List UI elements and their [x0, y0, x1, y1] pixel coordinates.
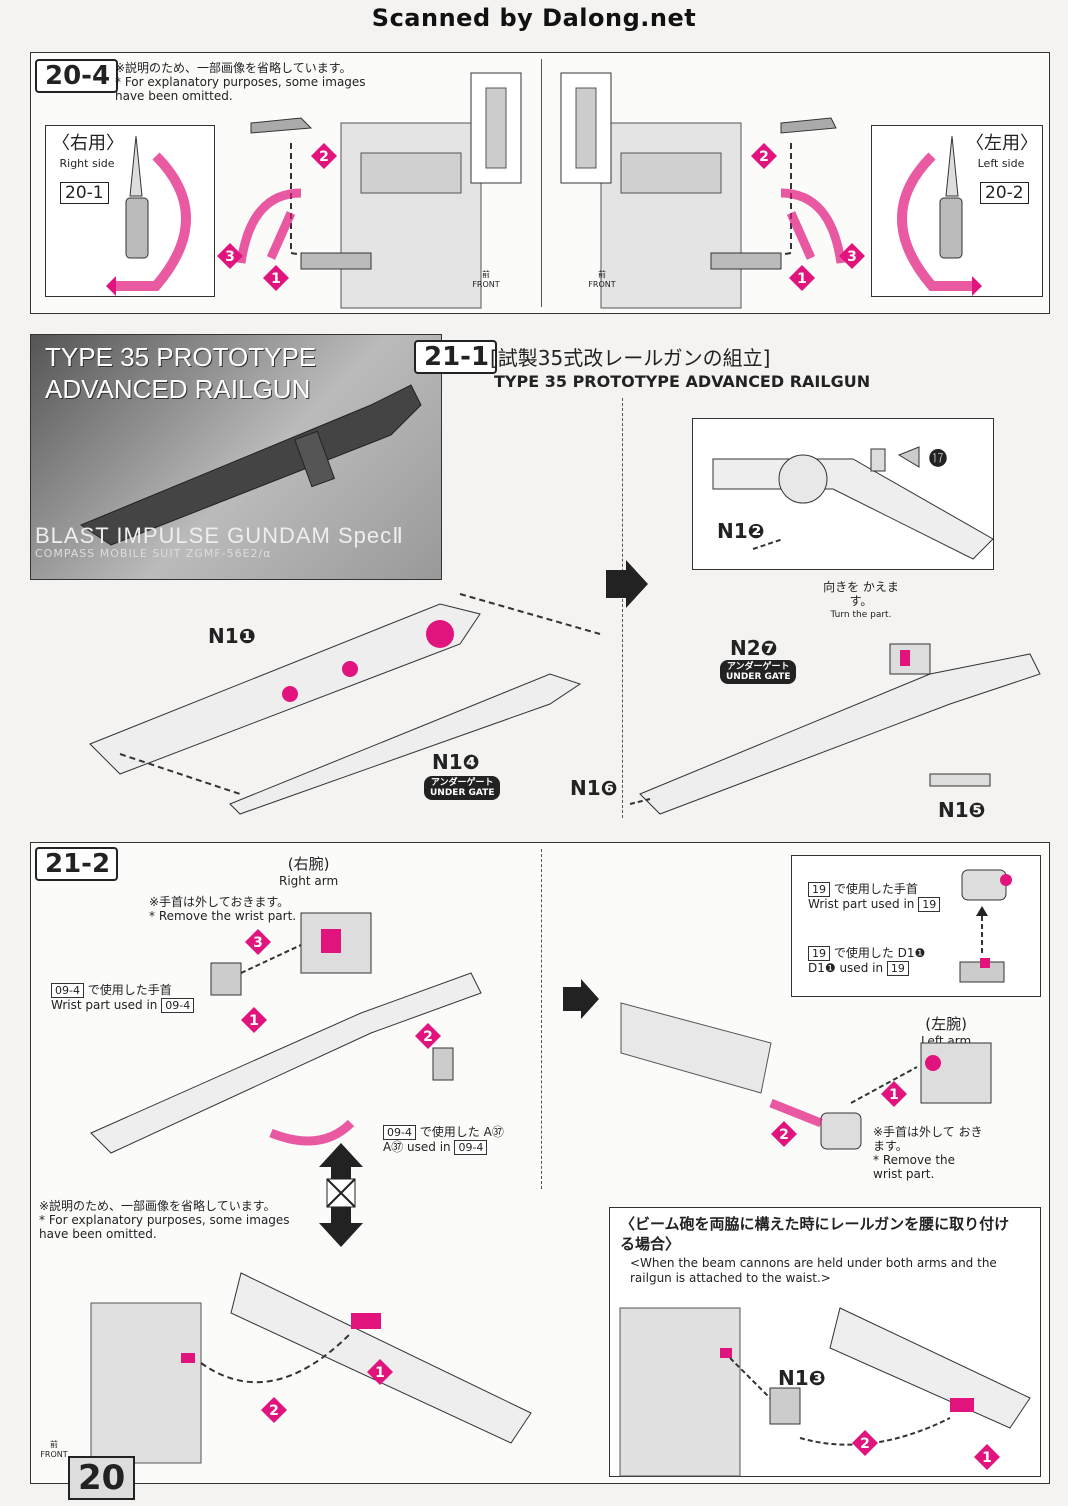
svg-text:1: 1	[889, 1087, 899, 1103]
part-n1-1-label: N1❶	[208, 624, 256, 648]
d1-19-note: 19 で使用した D1❶ D1❶ used in 19	[808, 946, 926, 976]
svg-text:2: 2	[269, 1403, 279, 1419]
waist-attach-illustration	[90, 1272, 532, 1464]
railgun-assembled-illustration	[629, 643, 1041, 815]
part-n1-4-label: N1❹	[432, 750, 480, 774]
wrist-19-note: 19 で使用した手首 Wrist part used in 19	[808, 882, 941, 912]
banner-brand: BLAST IMPULSE GUNDAM SpecⅡ	[35, 523, 404, 548]
step-1-icon: 1	[974, 1444, 1000, 1470]
railgun-render	[79, 384, 422, 546]
step-3-icon: 3	[245, 929, 271, 955]
step-21-2-badge: 21-2	[35, 847, 119, 881]
step-20-4-panel: 20-4 ※説明のため、一部画像を省略しています。 * For explanat…	[30, 52, 1050, 314]
step-1-icon: 1	[263, 265, 289, 291]
torso-left-illustration	[560, 72, 846, 309]
step-2-icon: 2	[415, 1023, 441, 1049]
step-21-1-inset: N1❷ ⓱	[692, 418, 994, 570]
beam-title-jp: 〈ビーム砲を両脇に構えた時にレールガンを腰に取り付ける場合〉	[620, 1215, 1010, 1253]
svg-text:3: 3	[253, 935, 263, 951]
step-2-icon: 2	[261, 1397, 287, 1423]
step-1-icon: 1	[241, 1007, 267, 1033]
front-indicator: 前 FRONT	[472, 270, 500, 289]
svg-text:2: 2	[319, 149, 329, 165]
banner-title: TYPE 35 PROTOTYPE ADVANCED RAILGUN	[45, 342, 317, 404]
left-side-title: 〈左用〉 Left side	[966, 133, 1038, 171]
railgun-banner: TYPE 35 PROTOTYPE ADVANCED RAILGUN BLAST…	[30, 334, 442, 580]
part-17-label: ⓱	[929, 449, 947, 470]
step-2-icon: 2	[751, 143, 777, 169]
page-number: 20	[68, 1456, 136, 1500]
svg-text:1: 1	[375, 1365, 385, 1381]
arrow-right-icon	[563, 979, 599, 1019]
part-n1-3-label: N1❸	[778, 1366, 826, 1390]
divider	[622, 398, 623, 818]
step-1-icon: 1	[367, 1359, 393, 1385]
right-ref: 20-1	[60, 182, 109, 204]
right-side-title: 〈右用〉 Right side	[52, 133, 124, 171]
rotation-illustration	[106, 135, 191, 296]
left-arm-illustration	[620, 1002, 992, 1150]
a37-note: 09-4 で使用した A㊲ A㊲ used in 09-4	[383, 1125, 504, 1155]
turn-part-note: 向きを かえます。 Turn the part.	[823, 580, 899, 620]
front-indicator: 前 FRONT	[588, 270, 616, 289]
svg-text:2: 2	[759, 149, 769, 165]
step-20-4-badge: 20-4	[35, 59, 119, 93]
step-21-2-note: ※説明のため、一部画像を省略しています。 * For explanatory p…	[39, 1199, 290, 1241]
svg-text:2: 2	[860, 1436, 870, 1452]
wrist-09-4-note: 09-4 で使用した手首 Wrist part used in 09-4	[51, 983, 195, 1013]
step-1-icon: 1	[881, 1081, 907, 1107]
step-1-icon: 1	[789, 265, 815, 291]
svg-text:2: 2	[423, 1029, 433, 1045]
step-3-icon: 3	[217, 243, 243, 269]
wrist-parts-illustration	[959, 869, 1012, 983]
svg-text:1: 1	[797, 271, 807, 287]
scanner-credit: Scanned by Dalong.net	[371, 4, 697, 32]
svg-text:3: 3	[225, 249, 235, 265]
remove-wrist2-note: ※手首は外して おきます。 * Remove the wrist part.	[873, 1125, 983, 1181]
railgun-parts-illustration	[89, 593, 601, 815]
step-2-icon: 2	[771, 1121, 797, 1147]
right-arm-label: (右腕) Right arm	[279, 855, 339, 888]
part-n1-5-label: N1❺	[938, 798, 986, 822]
step-2-icon: 2	[852, 1430, 878, 1456]
alternative-icon	[319, 1143, 363, 1247]
left-side-inset: 〈左用〉 Left side 20-2	[871, 125, 1043, 297]
step-21-1-title-en: TYPE 35 PROTOTYPE ADVANCED RAILGUN	[494, 372, 871, 391]
svg-text:3: 3	[847, 249, 857, 265]
right-side-inset: 〈右用〉 Right side 20-1	[45, 125, 215, 297]
step-3-icon: 3	[839, 243, 865, 269]
divider	[541, 59, 542, 307]
svg-text:1: 1	[982, 1450, 992, 1466]
svg-text:1: 1	[249, 1013, 259, 1029]
torso-right-illustration	[236, 72, 522, 309]
arrow-right-icon	[606, 560, 648, 608]
part-n1-6-label: N1❻	[570, 776, 618, 800]
banner-subtitle: COMPASS MOBILE SUIT ZGMF-56E2/α	[35, 547, 272, 560]
beam-cannon-illustration	[619, 1307, 1031, 1477]
beam-title-en: <When the beam cannons are held under bo…	[630, 1256, 997, 1285]
step-2-icon: 2	[311, 143, 337, 169]
railgun-inset-illustration	[712, 446, 994, 560]
front-indicator: 前 FRONT	[40, 1440, 68, 1459]
part-n2-7-label: N2❼	[730, 636, 778, 660]
remove-wrist-note: ※手首は外しておきます。 * Remove the wrist part.	[149, 895, 297, 923]
step-21-1-title-jp: [試製35式改レールガンの組立]	[490, 346, 771, 370]
part-n1-2-label: N1❷	[717, 519, 765, 543]
rotation-illustration-left	[897, 135, 982, 296]
svg-text:1: 1	[271, 271, 281, 287]
step-20-4-note: ※説明のため、一部画像を省略しています。 * For explanatory p…	[115, 61, 366, 103]
left-ref: 20-2	[980, 182, 1029, 204]
step-21-2-inset: 19 で使用した手首 Wrist part used in 19 19 で使用し…	[791, 855, 1041, 997]
beam-cannon-inset: 〈ビーム砲を両脇に構えた時にレールガンを腰に取り付ける場合〉 <When the…	[609, 1207, 1041, 1477]
step-21-1-badge: 21-1	[414, 340, 498, 374]
under-gate-badge: アンダーゲート UNDER GATE	[424, 776, 501, 800]
railgun-hand-illustration	[90, 912, 482, 1154]
svg-text:2: 2	[779, 1127, 789, 1143]
divider	[541, 849, 542, 1189]
step-21-2-panel: 21-2 (右腕) Right arm ※手首は外しておきます。 * Remov…	[30, 842, 1050, 1484]
step-21-1-panel: TYPE 35 PROTOTYPE ADVANCED RAILGUN BLAST…	[30, 334, 1050, 830]
under-gate-badge: アンダーゲート UNDER GATE	[720, 660, 797, 684]
